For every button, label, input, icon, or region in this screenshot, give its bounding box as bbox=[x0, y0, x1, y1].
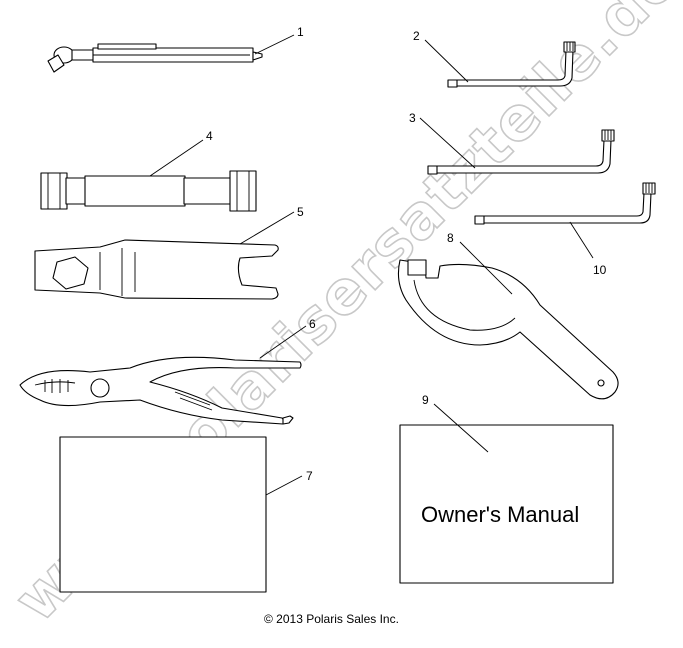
callout-2: 2 bbox=[413, 29, 420, 43]
part-10-hex-key bbox=[474, 182, 656, 225]
leader-3 bbox=[419, 117, 476, 169]
copyright-text: © 2013 Polaris Sales Inc. bbox=[264, 612, 399, 626]
callout-1: 1 bbox=[297, 25, 304, 39]
part-5-wrench bbox=[34, 239, 279, 300]
part-9-owners-manual: Owner's Manual bbox=[399, 424, 614, 584]
leader-1 bbox=[254, 34, 295, 55]
callout-5: 5 bbox=[297, 205, 304, 219]
part-7-document bbox=[59, 436, 267, 593]
leader-2 bbox=[424, 39, 469, 83]
callout-6: 6 bbox=[309, 317, 316, 331]
leader-7 bbox=[265, 475, 303, 496]
callout-4: 4 bbox=[206, 129, 213, 143]
callout-9: 9 bbox=[422, 393, 429, 407]
callout-10: 10 bbox=[593, 263, 607, 277]
part-4-plug-socket bbox=[40, 170, 257, 212]
part-8-spanner bbox=[397, 259, 619, 400]
callout-3: 3 bbox=[409, 111, 416, 125]
leader-4 bbox=[149, 139, 204, 177]
leader-6 bbox=[259, 325, 307, 359]
callout-8: 8 bbox=[447, 231, 454, 245]
leader-9 bbox=[433, 403, 489, 453]
manual-title: Owner's Manual bbox=[421, 502, 579, 527]
part-1-screwdriver bbox=[47, 43, 263, 73]
callout-7: 7 bbox=[306, 469, 313, 483]
part-2-hex-key bbox=[447, 41, 576, 88]
leader-10 bbox=[569, 221, 594, 259]
part-3-hex-key bbox=[427, 129, 615, 175]
leader-5 bbox=[239, 211, 295, 245]
leader-8 bbox=[459, 241, 513, 295]
part-6-pliers bbox=[19, 356, 302, 425]
